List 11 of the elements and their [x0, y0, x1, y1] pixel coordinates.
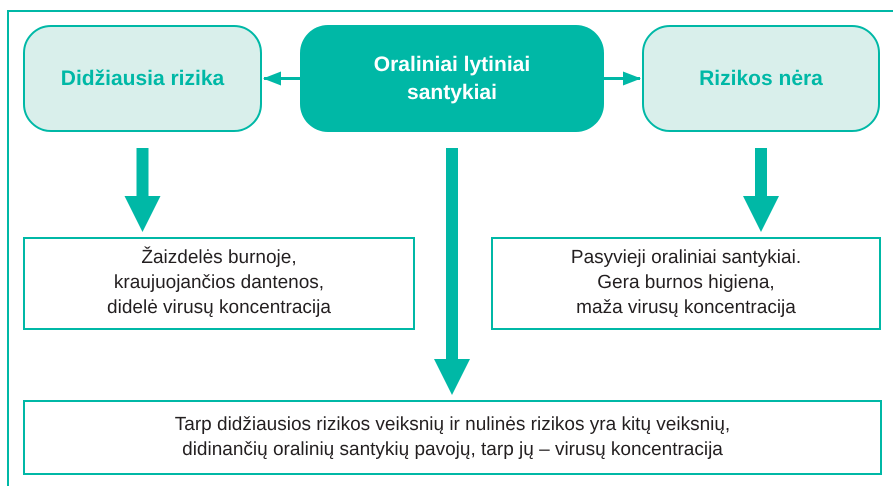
rounded-box: Didžiausia rizika: [23, 25, 262, 132]
arrow: [743, 148, 779, 232]
text-box: Žaizdelės burnoje, kraujuojančios dantenos, didelė virusų koncentracija: [23, 237, 415, 330]
rounded-box: Rizikos nėra: [642, 25, 880, 132]
rounded-box: Oraliniai lytiniai santykiai: [300, 25, 604, 132]
arrow: [124, 148, 160, 232]
arrow: [604, 72, 641, 86]
text-box: Tarp didžiausios rizikos veiksnių ir nulinės rizikos yra kitų veiksnių, didinančių oralinių santykių pavojų, tarp jų – virusų koncentracija: [23, 400, 882, 475]
text-box: Pasyvieji oraliniai santykiai. Gera burnos higiena, maža virusų koncentracija: [491, 237, 881, 330]
arrow: [263, 72, 300, 86]
arrow: [434, 148, 470, 395]
